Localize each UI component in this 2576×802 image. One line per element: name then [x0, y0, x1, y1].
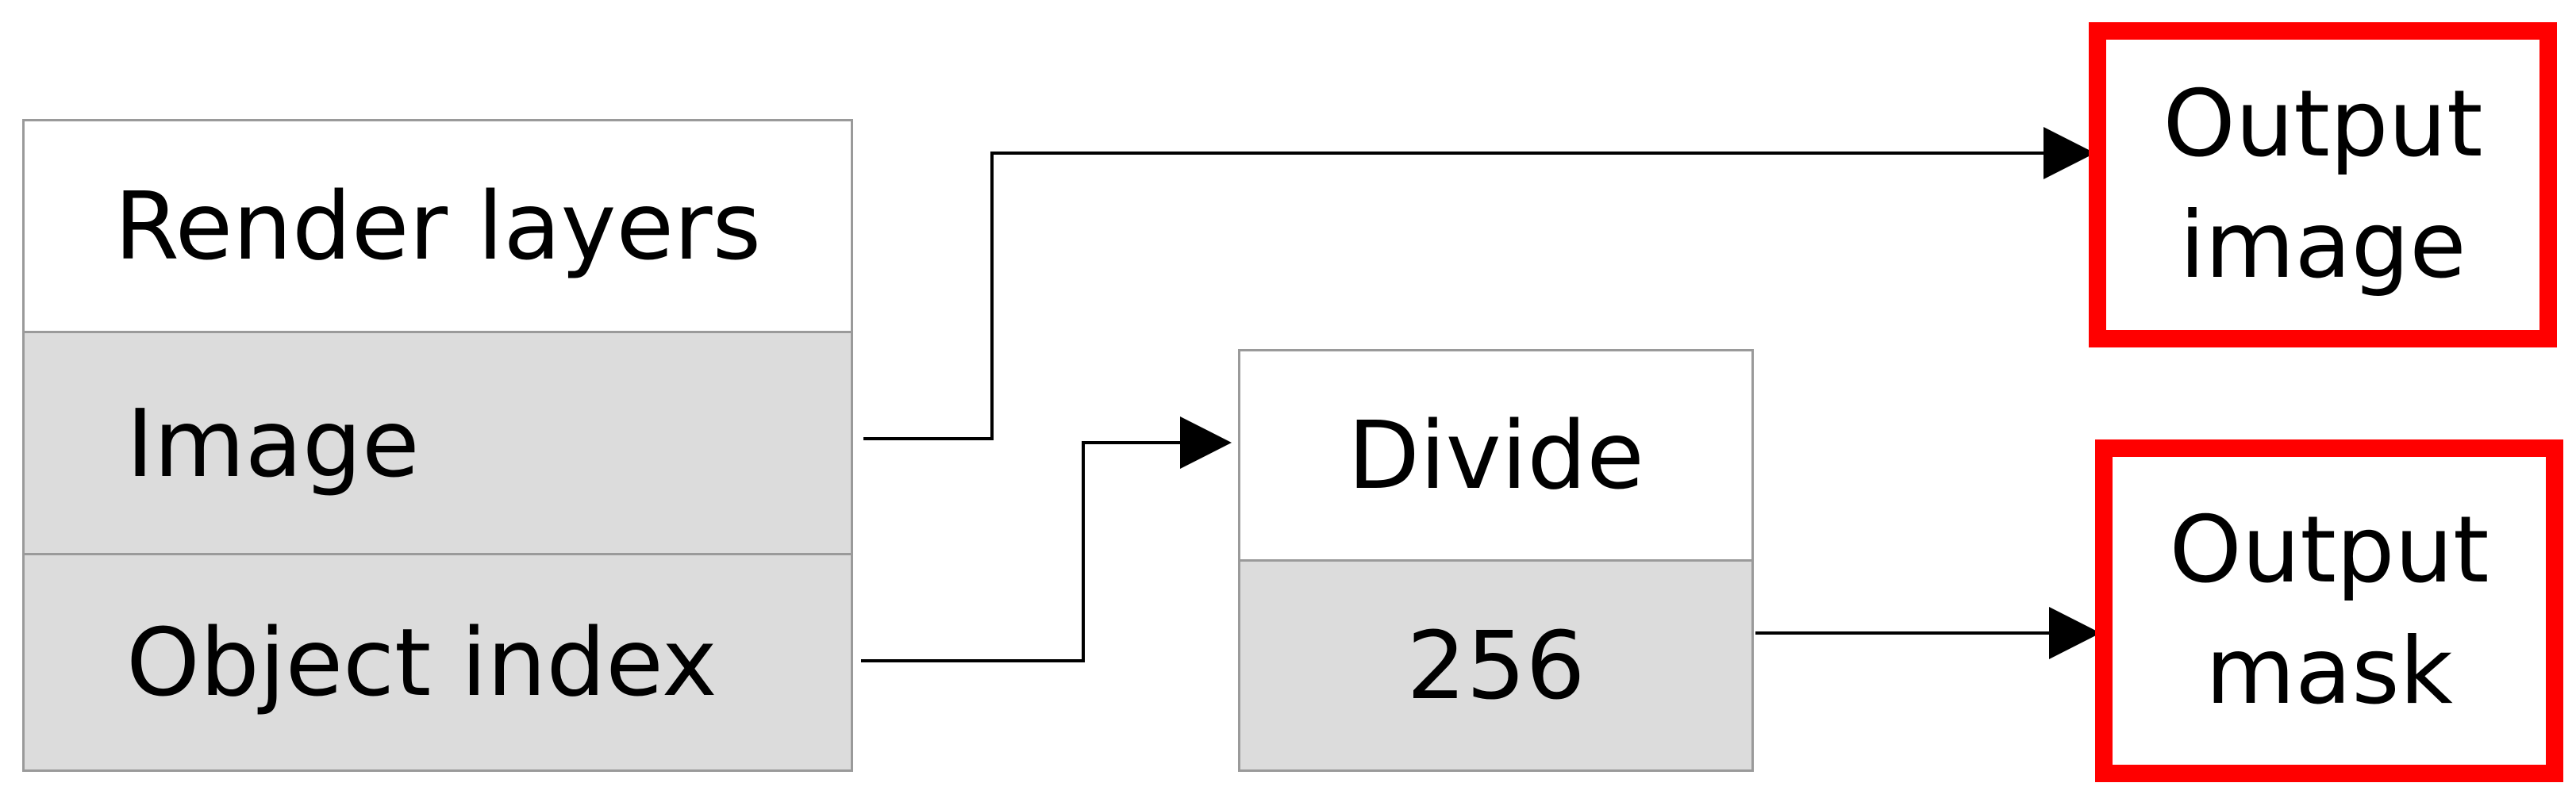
divide-title: Divide — [1240, 351, 1751, 559]
output-image-line-1: Output — [2163, 70, 2483, 178]
output-mask-node[interactable]: Output mask — [2095, 439, 2563, 782]
link-image-to-output-image — [863, 152, 2043, 440]
port-image[interactable]: Image — [25, 331, 851, 553]
render-layers-title: Render layers — [25, 121, 851, 331]
port-object-index[interactable]: Object index — [25, 553, 851, 769]
output-image-node[interactable]: Output image — [2089, 22, 2557, 347]
port-image-label: Image — [126, 388, 420, 498]
output-mask-line-2: mask — [2205, 618, 2453, 725]
arrowhead-divide — [1180, 416, 1232, 469]
output-image-label: Output image — [2163, 63, 2483, 306]
port-object-index-label: Object index — [126, 608, 717, 717]
render-layers-node[interactable]: Render layers Image Object index — [22, 119, 853, 772]
output-mask-label: Output mask — [2170, 489, 2489, 732]
divide-value-field[interactable]: 256 — [1240, 559, 1751, 769]
arrowhead-output-mask — [2049, 607, 2101, 659]
divide-node[interactable]: Divide 256 — [1238, 349, 1754, 772]
divide-value-text: 256 — [1406, 611, 1586, 720]
output-mask-line-1: Output — [2169, 496, 2489, 604]
arrowhead-output-image — [2043, 127, 2095, 179]
render-layers-title-text: Render layers — [113, 171, 762, 281]
output-image-line-2: image — [2179, 192, 2466, 299]
link-object-index-to-divide — [861, 441, 1180, 662]
divide-title-text: Divide — [1348, 401, 1644, 510]
